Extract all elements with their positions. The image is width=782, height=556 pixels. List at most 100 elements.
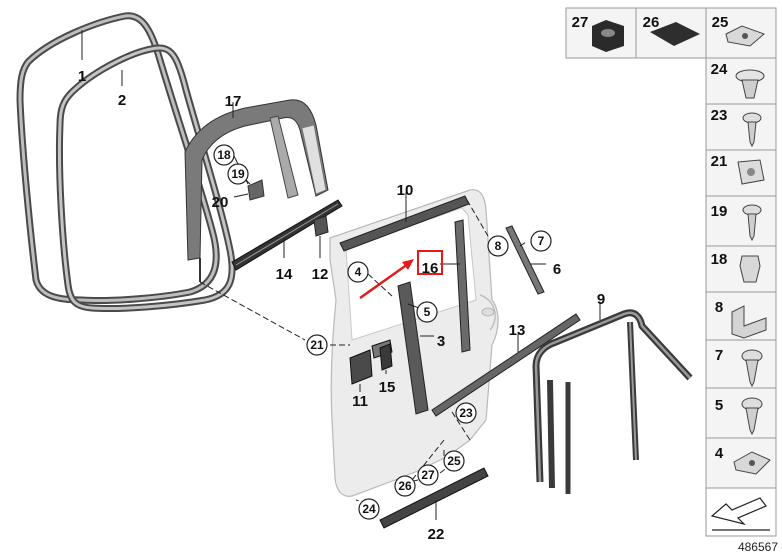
- callout-circle: [487, 235, 509, 257]
- pad-icon: [650, 22, 700, 46]
- callout-label: 21: [310, 338, 324, 352]
- callout-label: 19: [231, 167, 245, 181]
- callout-3[interactable]: 3: [437, 333, 445, 350]
- bracket-11: [349, 349, 373, 385]
- spring-clip-icon: [739, 255, 761, 283]
- callout-25[interactable]: 25: [443, 450, 465, 472]
- callout-circle: [213, 144, 235, 166]
- callout-2[interactable]: 2: [118, 92, 126, 109]
- bracket-icon: [731, 305, 767, 339]
- callout-label: 2: [118, 92, 126, 109]
- callout-24[interactable]: 24: [358, 498, 380, 520]
- callout-23[interactable]: 23: [455, 402, 477, 424]
- strip-6: [505, 225, 545, 295]
- callout-label: 13: [509, 322, 526, 339]
- legend-label-8[interactable]: 8: [715, 299, 723, 316]
- callout-21[interactable]: 21: [306, 334, 328, 356]
- screw-icon: [742, 112, 762, 148]
- legend-label-19[interactable]: 19: [711, 203, 728, 220]
- callout-label: 14: [276, 266, 293, 283]
- nut-icon: [737, 159, 765, 185]
- callout-5[interactable]: 5: [416, 301, 438, 323]
- callout-label: 7: [538, 234, 545, 248]
- door-seal-inner: [55, 44, 236, 313]
- callout-label: 1: [78, 68, 86, 85]
- legend-label-27[interactable]: 27: [572, 14, 589, 31]
- callout-19[interactable]: 19: [227, 163, 249, 185]
- callout-label: 15: [379, 379, 396, 396]
- callout-label: 6: [553, 261, 561, 278]
- legend-label-18[interactable]: 18: [711, 251, 728, 268]
- legend-label-5[interactable]: 5: [715, 397, 723, 414]
- callout-27[interactable]: 27: [417, 464, 439, 486]
- arrow-navigation-icon: [710, 497, 770, 531]
- callout-26[interactable]: 26: [394, 475, 416, 497]
- legend-label-26[interactable]: 26: [643, 14, 660, 31]
- sill-strip-22: [379, 467, 489, 529]
- callout-circle: [347, 261, 369, 283]
- callout-circle: [443, 450, 465, 472]
- callout-13[interactable]: 13: [509, 322, 526, 339]
- legend-label-7[interactable]: 7: [715, 347, 723, 364]
- callout-14[interactable]: 14: [276, 266, 293, 283]
- callout-label: 20: [212, 194, 229, 211]
- callout-circle: [455, 402, 477, 424]
- legend-label-4[interactable]: 4: [715, 445, 724, 462]
- callout-7[interactable]: 7: [530, 230, 552, 252]
- callout-label: 10: [397, 182, 414, 199]
- window-frame-17: [184, 99, 329, 282]
- callout-8[interactable]: 8: [487, 235, 509, 257]
- door-seal-outer: [16, 12, 220, 305]
- callout-label: 24: [362, 502, 376, 516]
- callout-label: 23: [459, 406, 473, 420]
- callout-1[interactable]: 1: [78, 68, 86, 85]
- legend-column: [705, 57, 777, 537]
- part-12-bracket: [313, 215, 329, 237]
- callout-15[interactable]: 15: [379, 379, 396, 396]
- callout-circle: [227, 163, 249, 185]
- guide-rail-16: [454, 219, 471, 353]
- grommet-icon: [592, 20, 624, 52]
- bracket-15: [379, 343, 393, 371]
- callout-circle: [394, 475, 416, 497]
- window-frame-9: [532, 309, 693, 494]
- callout-label: 4: [355, 265, 362, 279]
- callout-12[interactable]: 12: [312, 266, 329, 283]
- legend-label-25[interactable]: 25: [712, 14, 729, 31]
- screw-icon: [741, 349, 763, 388]
- callout-circle: [358, 498, 380, 520]
- reference-number: 486567: [738, 540, 778, 554]
- callout-label: 26: [398, 479, 412, 493]
- callout-22[interactable]: 22: [428, 526, 445, 543]
- callout-label: 27: [421, 468, 435, 482]
- window-channel-3: [397, 281, 429, 415]
- callout-11[interactable]: 11: [352, 393, 368, 410]
- callout-label: 5: [424, 305, 431, 319]
- legend-label-21[interactable]: 21: [711, 153, 728, 170]
- callout-circle: [416, 301, 438, 323]
- callout-circle: [417, 464, 439, 486]
- callout-16[interactable]: 16: [422, 260, 439, 277]
- callout-circle: [306, 334, 328, 356]
- highlight-arrow: [359, 259, 414, 300]
- callout-label: 8: [495, 239, 502, 253]
- waist-strip-13: [431, 313, 581, 417]
- clip-nut-icon: [733, 451, 771, 475]
- legend-label-23[interactable]: 23: [711, 107, 728, 124]
- callout-label: 25: [447, 454, 461, 468]
- callout-20[interactable]: 20: [212, 194, 229, 211]
- clip-nut-icon: [725, 25, 765, 47]
- screw-icon: [742, 204, 762, 242]
- part-20-cap: [247, 179, 265, 201]
- callout-4[interactable]: 4: [347, 261, 369, 283]
- callout-10[interactable]: 10: [397, 182, 414, 199]
- callout-9[interactable]: 9: [597, 291, 605, 308]
- callout-label: 11: [352, 393, 368, 410]
- callout-6[interactable]: 6: [553, 261, 561, 278]
- legend-label-24[interactable]: 24: [711, 61, 728, 78]
- callout-label: 3: [437, 333, 445, 350]
- callout-label: 12: [312, 266, 329, 283]
- callout-18[interactable]: 18: [213, 144, 235, 166]
- callout-17[interactable]: 17: [225, 93, 242, 110]
